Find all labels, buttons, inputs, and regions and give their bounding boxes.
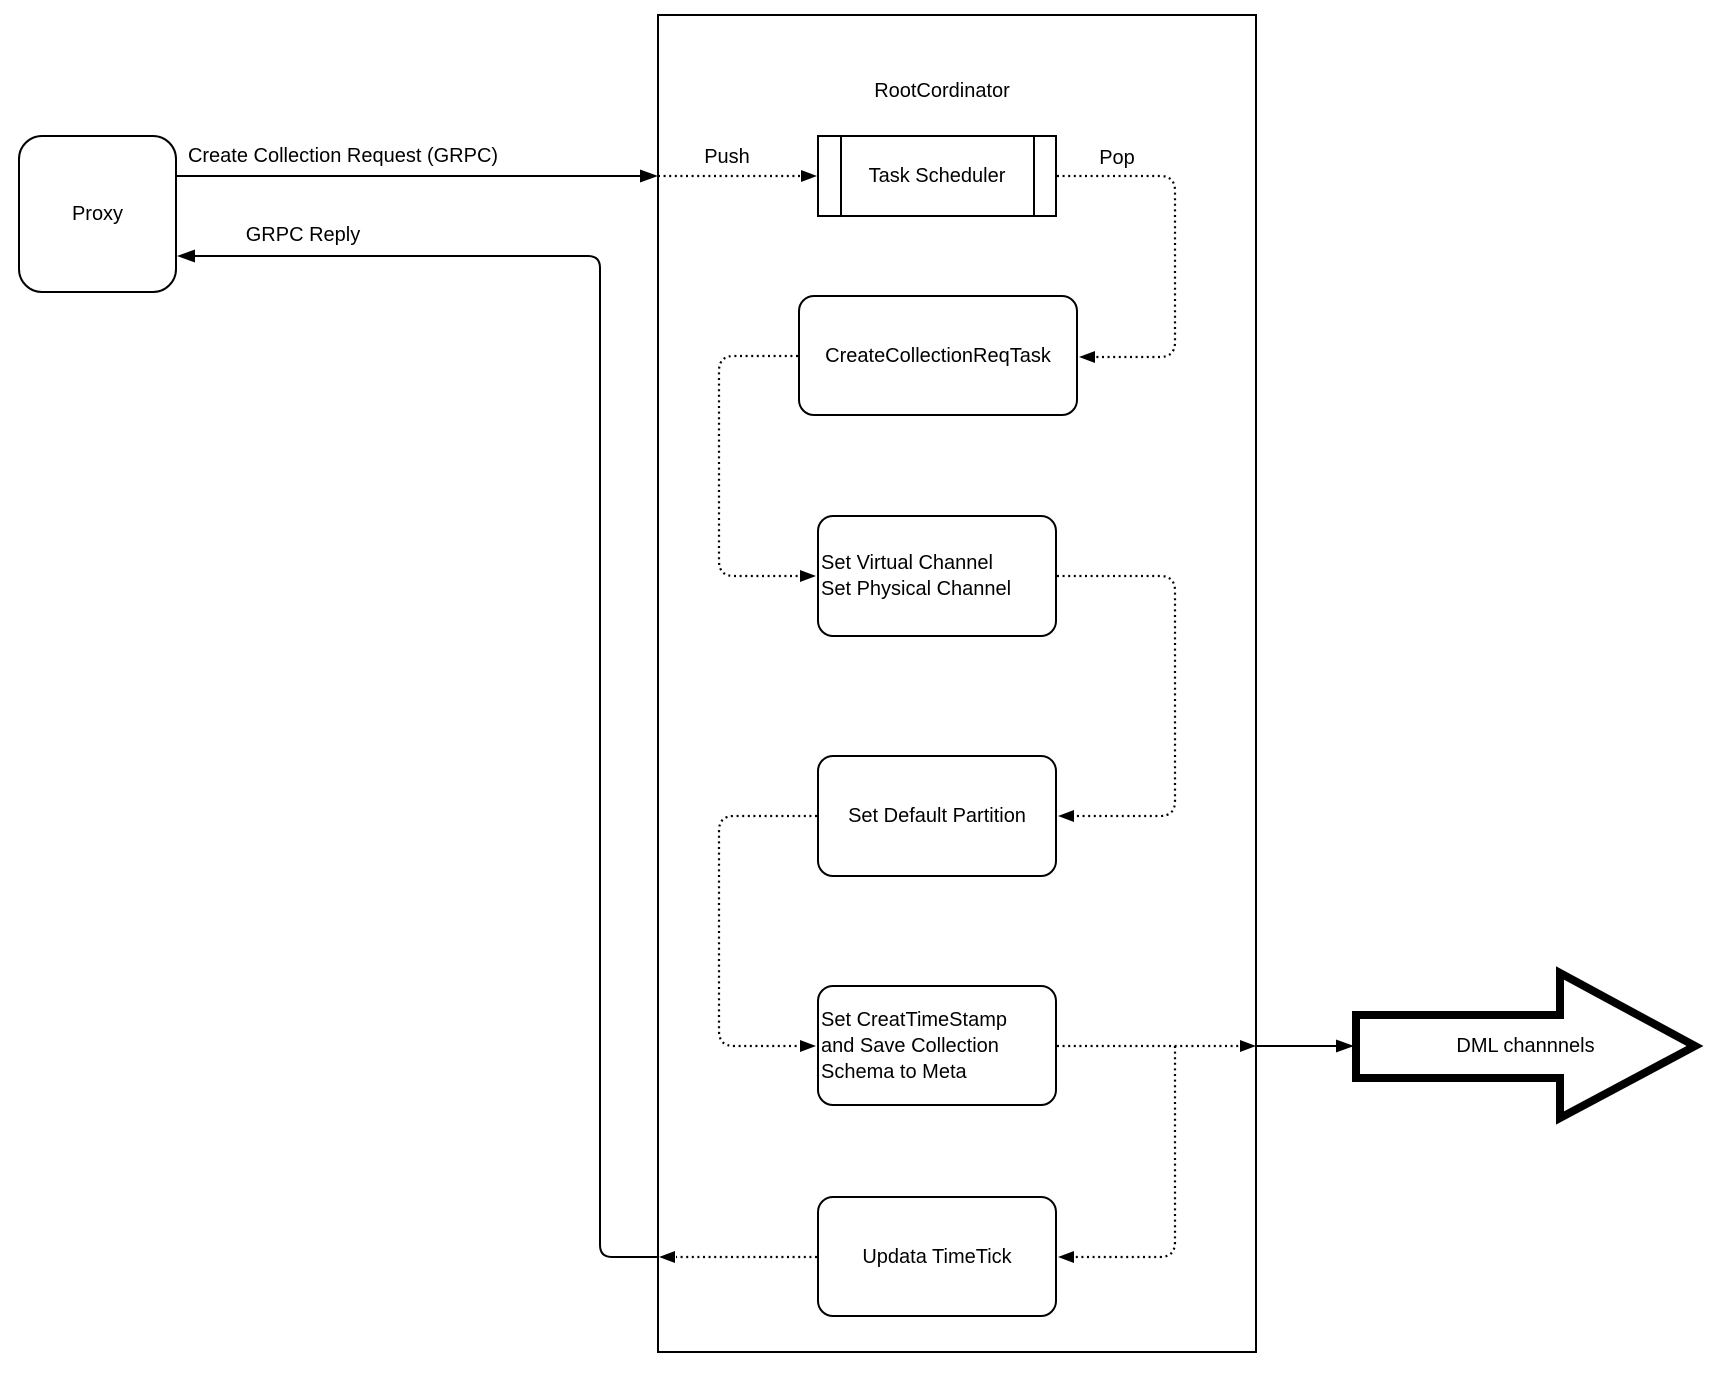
proxy-node: Proxy: [18, 135, 177, 293]
arrowhead-into-dml-channels: [1336, 1039, 1354, 1053]
proxy-label: Proxy: [71, 203, 124, 225]
arrowhead-into-set-default-partition: [1058, 810, 1074, 822]
set-default-partition-node: Set Default Partition: [817, 755, 1057, 877]
edge-pop: [1057, 174, 1177, 359]
arrowhead-at-left-border: [659, 1251, 675, 1263]
create-collection-request-label: Create Collection Request (GRPC): [187, 145, 499, 167]
set-creat-timestamp-node: Set CreatTimeStamp and Save Collection S…: [817, 985, 1057, 1106]
edge-to-set-creat-timestamp: [717, 814, 817, 1048]
task-scheduler-label: Task Scheduler: [868, 165, 1006, 187]
rootcoordinator-title: RootCordinator: [874, 80, 1010, 102]
edge-to-updata-timetick: [1074, 1046, 1177, 1259]
arrowhead-into-proxy: [177, 249, 195, 263]
set-default-partition-label: Set Default Partition: [848, 805, 1026, 827]
arrowhead-into-rootcoordinator: [640, 169, 658, 183]
edge-grpc-reply: [195, 255, 658, 1258]
task-scheduler-node: Task Scheduler: [817, 135, 1057, 217]
set-creat-timestamp-label: Set CreatTimeStamp and Save Collection S…: [821, 1008, 1007, 1083]
grpc-reply-label: GRPC Reply: [245, 224, 361, 246]
task-scheduler-right-divider: [1033, 137, 1035, 215]
updata-timetick-node: Updata TimeTick: [817, 1196, 1057, 1317]
set-virtual-channel-node: Set Virtual Channel Set Physical Channel: [817, 515, 1057, 637]
create-collection-req-task-label: CreateCollectionReqTask: [825, 344, 1051, 367]
dml-channels-label: DML channnels: [1456, 1035, 1595, 1057]
arrowhead-into-set-creat-timestamp: [800, 1040, 816, 1052]
arrowhead-into-create-collection-req-task: [1079, 351, 1095, 363]
create-collection-req-task-node: CreateCollectionReqTask: [798, 295, 1078, 416]
updata-timetick-label: Updata TimeTick: [862, 1245, 1012, 1268]
arrowhead-into-task-scheduler: [801, 170, 817, 182]
set-virtual-channel-label: Set Virtual Channel Set Physical Channel: [821, 552, 1012, 600]
task-scheduler-left-divider: [840, 137, 842, 215]
dml-channels-arrow-shape: [1352, 966, 1704, 1125]
pop-label: Pop: [1099, 147, 1135, 169]
rootcoordinator-container: RootCordinator: [657, 14, 1257, 1353]
push-label: Push: [704, 146, 750, 168]
arrowhead-into-updata-timetick: [1058, 1251, 1074, 1263]
arrowhead-at-right-border: [1240, 1040, 1256, 1052]
arrowhead-into-set-virtual-channel: [800, 570, 816, 582]
